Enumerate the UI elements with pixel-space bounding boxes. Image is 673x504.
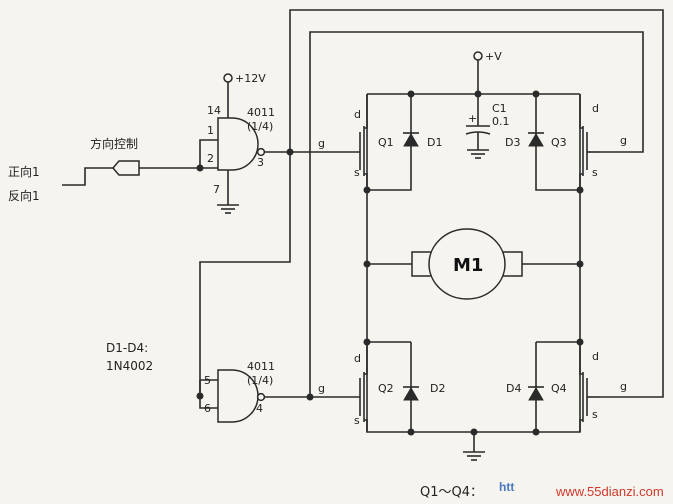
- capacitor-c1: [465, 125, 491, 135]
- watermark-url: www.55dianzi.com: [555, 484, 664, 499]
- q4-source-label: s: [592, 408, 598, 421]
- q2-source-label: s: [354, 414, 360, 427]
- bridge-ground-symbol: [463, 451, 485, 461]
- q4-drain-label: d: [592, 350, 599, 363]
- motor-m1: [411, 228, 523, 300]
- gate-supply-terminal: +12V: [223, 72, 266, 85]
- gate1-pin-in1: 1: [207, 124, 214, 137]
- gate1-part: 4011: [247, 106, 275, 119]
- q1-drain-label: d: [354, 108, 361, 121]
- diode-d1: [403, 132, 419, 147]
- reverse-label: 反向1: [8, 188, 40, 203]
- gate1-pin-in2: 2: [207, 152, 214, 165]
- gate1-pin-gnd: 7: [213, 183, 220, 196]
- transistor-q4: [579, 342, 600, 432]
- q3-drain-label: d: [592, 102, 599, 115]
- gate2-pin-in2: 6: [204, 402, 211, 415]
- nand-gate-1: [217, 115, 266, 178]
- wiring: [62, 9, 664, 452]
- q2-label: Q2: [378, 382, 394, 395]
- c1-label: C1: [492, 102, 507, 115]
- bridge-supply-terminal: +V: [473, 50, 502, 63]
- direction-control-connector: [112, 160, 140, 176]
- q1-source-label: s: [354, 166, 360, 179]
- diode-d4: [528, 386, 544, 401]
- footnote: Q1～Q4：: [420, 485, 483, 500]
- motor-label: M1: [453, 255, 483, 276]
- d2-label: D2: [430, 382, 445, 395]
- gate2-fraction: (1/4): [247, 374, 273, 387]
- c1-polarity: +: [468, 112, 477, 125]
- gate1-fraction: (1/4): [247, 120, 273, 133]
- watermark-stamp: htt: [499, 480, 514, 494]
- gate1-ground-symbol: [217, 204, 239, 214]
- gate-supply-label: +12V: [235, 72, 266, 85]
- gate1-pin-out: 3: [257, 156, 264, 169]
- q3-source-label: s: [592, 166, 598, 179]
- diodes-note-line1: D1-D4:: [106, 341, 148, 355]
- gate2-part: 4011: [247, 360, 275, 373]
- d4-label: D4: [506, 382, 521, 395]
- nand-gate-2: [217, 369, 266, 423]
- direction-control-label: 方向控制: [90, 136, 138, 151]
- c1-value: 0.1: [492, 115, 510, 128]
- q2-drain-label: d: [354, 352, 361, 365]
- q1-gate-label: g: [318, 137, 325, 150]
- q3-label: Q3: [551, 136, 567, 149]
- d1-label: D1: [427, 136, 442, 149]
- gate2-pin-in1: 5: [204, 374, 211, 387]
- transistor-q3: [579, 94, 600, 190]
- forward-label: 正向1: [8, 164, 40, 179]
- diode-d2: [403, 386, 419, 401]
- q2-gate-label: g: [318, 382, 325, 395]
- diode-d3: [528, 132, 544, 147]
- transistor-q2: [359, 342, 368, 432]
- bridge-supply-label: +V: [485, 50, 502, 63]
- q1-label: Q1: [378, 136, 394, 149]
- q3-gate-label: g: [620, 134, 627, 147]
- q4-label: Q4: [551, 382, 567, 395]
- gate1-pin-vcc: 14: [207, 104, 221, 117]
- gate2-pin-out: 4: [256, 402, 263, 415]
- capacitor-ground-symbol: [467, 149, 489, 159]
- d3-label: D3: [505, 136, 520, 149]
- transistor-q1: [359, 94, 368, 190]
- q4-gate-label: g: [620, 380, 627, 393]
- diodes-note-line2: 1N4002: [106, 359, 153, 373]
